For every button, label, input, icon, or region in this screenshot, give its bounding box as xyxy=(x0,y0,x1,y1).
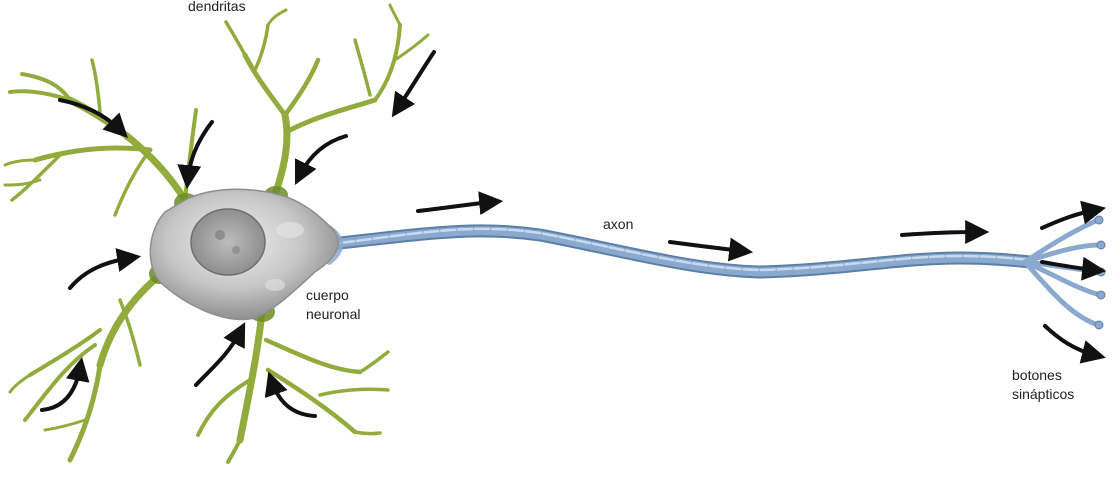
signal-arrows xyxy=(40,50,1107,418)
axon-terminals xyxy=(1022,217,1103,328)
label-synaptic-terminals: botones sinápticos xyxy=(1012,367,1075,402)
label-dendrites: dendritas xyxy=(188,0,246,14)
axon xyxy=(313,224,1037,279)
cell-body xyxy=(149,188,339,321)
label-axon: axon xyxy=(603,216,634,232)
nucleus xyxy=(190,208,266,276)
label-cell-body: cuerpo neuronal xyxy=(306,287,361,322)
